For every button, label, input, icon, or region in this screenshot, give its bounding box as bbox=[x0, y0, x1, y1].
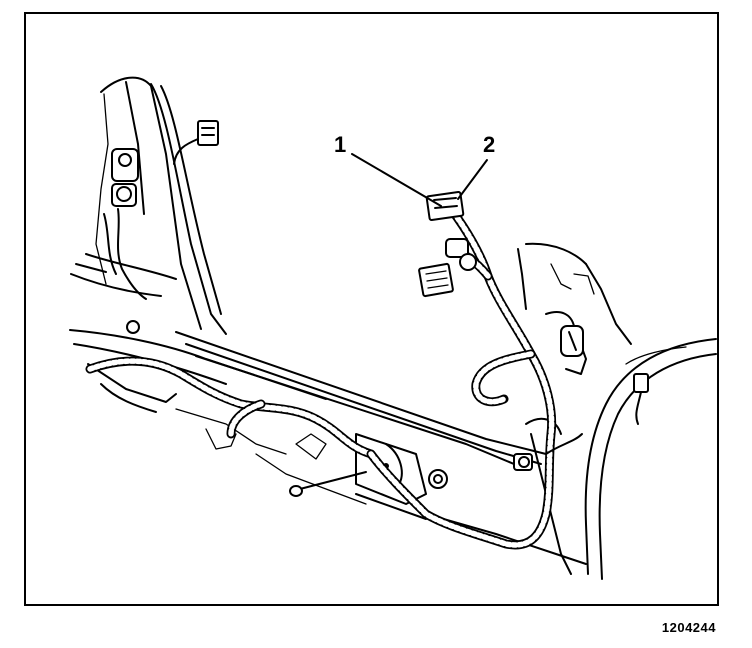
b-pillar bbox=[70, 76, 227, 335]
callout-leaders bbox=[351, 153, 488, 207]
harness-connectors bbox=[418, 191, 533, 471]
wiring-harness-illustration bbox=[69, 76, 717, 580]
wiring-harness bbox=[85, 204, 583, 550]
callout-1-label: 1 bbox=[334, 132, 347, 157]
illustration-frame: 1 2 bbox=[24, 12, 719, 606]
quarter-panel bbox=[517, 242, 717, 580]
callout-2-label: 2 bbox=[483, 132, 496, 157]
figure-id: 1204244 bbox=[661, 620, 716, 635]
